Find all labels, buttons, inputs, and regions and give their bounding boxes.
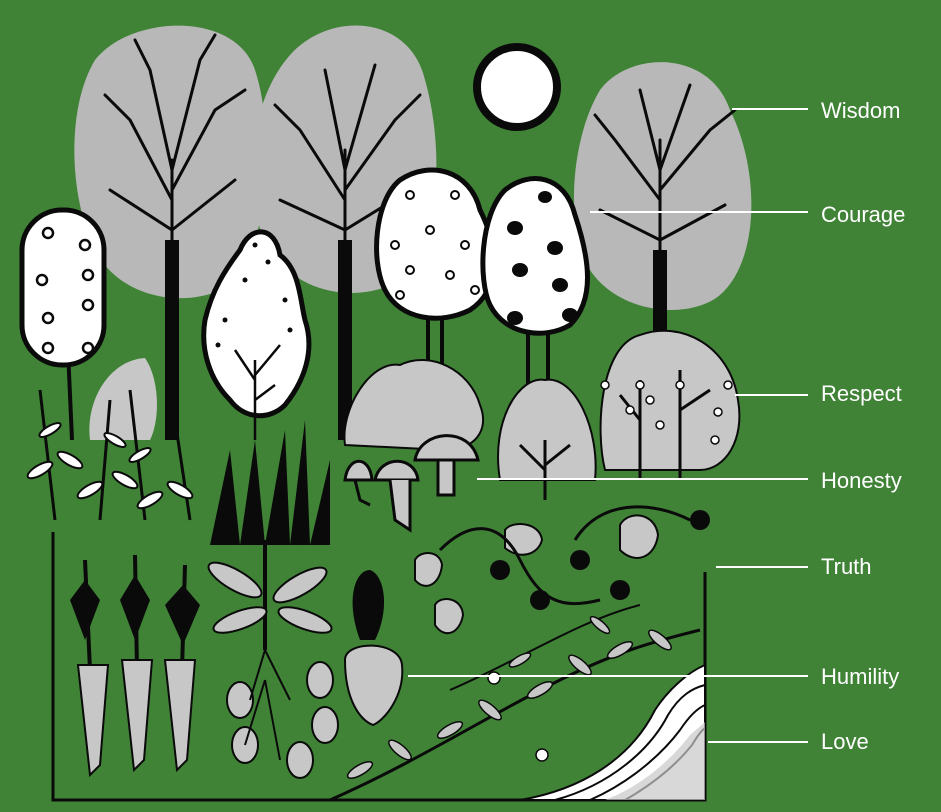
turnip-root xyxy=(345,570,402,725)
label-respect: Respect xyxy=(821,383,902,405)
label-love: Love xyxy=(821,731,869,753)
strawberry-plant xyxy=(415,507,710,633)
mushrooms xyxy=(345,436,478,530)
tall-dotted-tree xyxy=(22,210,104,440)
flowering-shrub xyxy=(601,331,740,480)
low-gray-shrub xyxy=(344,360,483,450)
spotted-round-tree xyxy=(483,179,588,390)
label-wisdom: Wisdom xyxy=(821,100,900,122)
left-gray-shrub xyxy=(89,358,157,440)
dotted-round-tree xyxy=(377,170,494,380)
label-truth: Truth xyxy=(821,556,872,578)
label-courage: Courage xyxy=(821,204,905,226)
grass-tufts xyxy=(210,420,330,545)
label-honesty: Honesty xyxy=(821,470,902,492)
potato-plant xyxy=(204,540,338,778)
sun-icon xyxy=(477,47,557,127)
oval-leaf-bush xyxy=(498,380,596,500)
label-humility: Humility xyxy=(821,666,899,688)
carrots xyxy=(70,555,200,775)
